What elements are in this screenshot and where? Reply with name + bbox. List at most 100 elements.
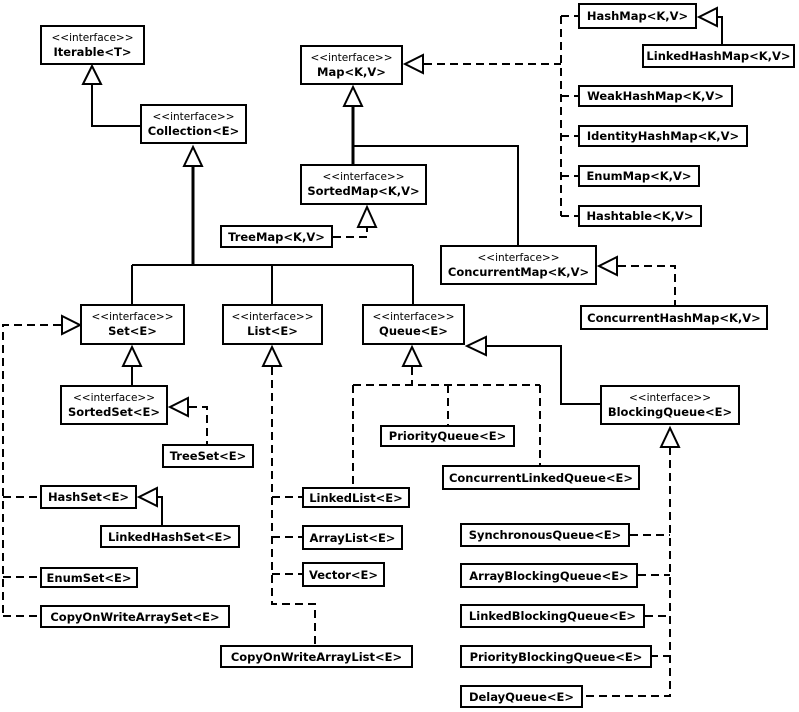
class-hashset: HashSet<E> (40, 485, 137, 509)
edge-concurrentmap-extends-map (353, 145, 519, 245)
class-linkedhashmap: LinkedHashMap<K,V> (642, 44, 795, 68)
class-priorityblockingqueue: PriorityBlockingQueue<E> (460, 645, 652, 668)
class-name: PriorityQueue<E> (388, 429, 507, 443)
interface-name: Queue<E> (379, 324, 448, 338)
class-name: ArrayList<E> (309, 530, 396, 545)
class-delayqueue: DelayQueue<E> (460, 685, 583, 708)
interface-blockingqueue: <<interface>> BlockingQueue<E> (600, 385, 740, 425)
edge-treemap-implements-sortedmap (333, 204, 378, 238)
extends-arrow-icon (464, 335, 487, 357)
stereotype-label: <<interface>> (628, 391, 712, 404)
class-weakhashmap: WeakHashMap<K,V> (578, 85, 733, 107)
stereotype-label: <<interface>> (51, 31, 134, 44)
edge-queue-implementations (352, 344, 541, 487)
interface-name: BlockingQueue<E> (607, 404, 733, 419)
class-synchronousqueue: SynchronousQueue<E> (460, 523, 630, 547)
class-name: LinkedHashSet<E> (108, 529, 232, 544)
class-treeset: TreeSet<E> (162, 444, 254, 468)
class-treemap: TreeMap<K,V> (220, 225, 333, 248)
extends-arrow-icon (136, 486, 158, 508)
implements-arrow-icon (261, 344, 283, 367)
class-name: ArrayBlockingQueue<E> (469, 568, 629, 583)
interface-name: Iterable<T> (53, 44, 132, 59)
edge-set-implementations (2, 314, 83, 617)
edge-map-implementations (402, 15, 578, 217)
interface-name: ConcurrentMap<K,V> (447, 264, 590, 279)
implements-arrow-icon (167, 396, 189, 418)
edge-blockingqueue-extends-queue (464, 335, 600, 405)
edge-sortedmap-extends-map (342, 84, 364, 164)
class-arrayblockingqueue: ArrayBlockingQueue<E> (460, 563, 638, 588)
class-arraylist: ArrayList<E> (302, 525, 403, 550)
interface-set: <<interface>> Set<E> (80, 304, 185, 345)
class-name: IdentityHashMap<K,V> (586, 129, 740, 143)
class-name: LinkedBlockingQueue<E> (468, 609, 637, 623)
implements-arrow-icon (61, 314, 83, 336)
stereotype-label: <<interface>> (91, 311, 174, 323)
class-name: HashMap<K,V> (586, 9, 689, 23)
class-name: Hashtable<K,V> (586, 209, 694, 223)
class-hashmap: HashMap<K,V> (578, 3, 697, 29)
class-linkedlist: LinkedList<E> (302, 487, 410, 508)
implements-arrow-icon (401, 344, 423, 367)
class-name: DelayQueue<E> (468, 689, 575, 704)
extends-arrow-icon (121, 344, 143, 367)
stereotype-label: <<interface>> (152, 110, 235, 123)
implements-arrow-icon (659, 425, 681, 448)
class-name: PriorityBlockingQueue<E> (469, 649, 643, 664)
class-name: ConcurrentLinkedQueue<E> (448, 470, 634, 485)
interface-list: <<interface>> List<E> (222, 304, 323, 345)
interface-name: SortedSet<E> (67, 404, 161, 419)
interface-queue: <<interface>> Queue<E> (362, 304, 465, 345)
class-copyonwritearrayset: CopyOnWriteArraySet<E> (40, 605, 230, 628)
stereotype-label: <<interface>> (231, 311, 314, 323)
extends-arrow-icon (696, 6, 718, 28)
class-name: WeakHashMap<K,V> (587, 89, 724, 103)
implements-arrow-icon (356, 204, 378, 228)
edge-concurrenthashmap-implements-concurrentmap (596, 255, 676, 305)
stereotype-label: <<interface>> (477, 251, 560, 264)
stereotype-label: <<interface>> (310, 51, 393, 64)
interface-sortedset: <<interface>> SortedSet<E> (60, 385, 168, 425)
class-priorityqueue: PriorityQueue<E> (380, 425, 515, 447)
class-name: ConcurrentHashMap<K,V> (587, 310, 761, 325)
edge-collection-extends-iterable (81, 63, 140, 127)
interface-sortedmap: <<interface>> SortedMap<K,V> (300, 164, 427, 205)
class-name: TreeSet<E> (169, 449, 247, 463)
implements-arrow-icon (402, 53, 424, 75)
interface-name: Map<K,V> (317, 64, 386, 79)
interface-name: Set<E> (108, 324, 157, 338)
class-concurrenthashmap: ConcurrentHashMap<K,V> (580, 305, 768, 330)
extends-arrow-icon (342, 84, 364, 107)
interface-concurrentmap: <<interface>> ConcurrentMap<K,V> (440, 245, 597, 285)
edge-sortedset-extends-set (121, 344, 143, 385)
class-linkedblockingqueue: LinkedBlockingQueue<E> (460, 604, 645, 628)
interface-name: Collection<E> (147, 123, 240, 138)
class-name: LinkedHashMap<K,V> (646, 49, 791, 63)
stereotype-label: <<interface>> (322, 171, 405, 183)
class-name: CopyOnWriteArraySet<E> (50, 609, 220, 624)
class-name: HashSet<E> (47, 490, 130, 504)
class-enummap: EnumMap<K,V> (578, 165, 700, 187)
class-name: CopyOnWriteArrayList<E> (230, 649, 403, 664)
class-name: Vector<E> (308, 567, 379, 582)
interface-map: <<interface>> Map<K,V> (300, 45, 403, 85)
class-enumset: EnumSet<E> (40, 567, 138, 588)
class-name: EnumMap<K,V> (586, 169, 692, 183)
extends-arrow-icon (81, 63, 103, 85)
edge-list-implementations (261, 344, 316, 645)
stereotype-label: <<interface>> (72, 391, 156, 404)
interface-name: List<E> (247, 324, 298, 338)
class-hashtable: Hashtable<K,V> (578, 205, 702, 227)
stereotype-label: <<interface>> (372, 311, 455, 323)
edge-linkedhashset-extends-hashset (136, 486, 163, 525)
extends-arrow-icon (182, 144, 204, 167)
edge-treeset-implements-sortedset (167, 396, 208, 444)
implements-arrow-icon (596, 255, 618, 277)
interface-iterable: <<interface>> Iterable<T> (40, 25, 145, 65)
interface-name: SortedMap<K,V> (307, 184, 420, 198)
edge-linkedhashmap-extends-hashmap (696, 6, 723, 44)
edge-collection-children (131, 144, 414, 304)
